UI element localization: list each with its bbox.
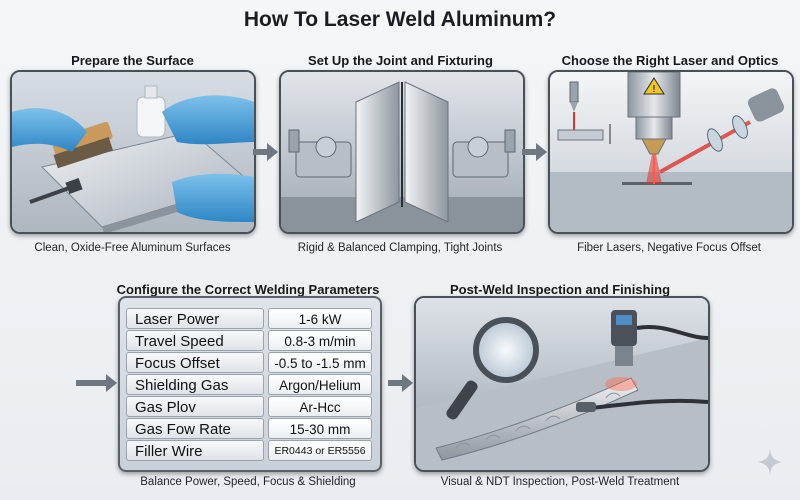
- param-value: Argon/Helium: [268, 374, 372, 395]
- warning-triangle-icon: !: [643, 77, 665, 95]
- param-row: Filler Wire ER0443 or ER5556: [126, 440, 372, 461]
- param-row: Shielding Gas Argon/Helium: [126, 374, 372, 395]
- arrow-right-icon: [253, 143, 278, 161]
- param-row: Travel Speed 0.8-3 m/min: [126, 330, 372, 351]
- param-value: 0.8-3 m/min: [268, 330, 372, 351]
- step-1-title: Prepare the Surface: [71, 53, 194, 68]
- param-row: Focus Offset -0.5 to -1.5 mm: [126, 352, 372, 373]
- step-2-title: Set Up the Joint and Fixturing: [308, 53, 493, 68]
- param-label: Travel Speed: [126, 330, 264, 351]
- laser-optics-illustration: !: [548, 70, 794, 234]
- arrow-right-icon: [76, 374, 117, 392]
- param-value: -0.5 to -1.5 mm: [268, 352, 372, 373]
- sparkle-icon: [758, 449, 782, 475]
- arrow-right-icon: [388, 374, 413, 392]
- param-label: Gas Fow Rate: [126, 418, 264, 439]
- joint-fixturing-illustration: [279, 70, 525, 234]
- param-label: Filler Wire: [126, 440, 264, 461]
- step-4-title: Configure the Correct Welding Parameters: [116, 282, 380, 297]
- param-value: ER0443 or ER5556: [268, 440, 372, 461]
- param-value: Ar-Hcc: [268, 396, 372, 417]
- step-4-caption: Balance Power, Speed, Focus & Shielding: [140, 476, 356, 488]
- inspection-illustration: [414, 296, 710, 472]
- param-label: Focus Offset: [126, 352, 264, 373]
- step-5-title: Post-Weld Inspection and Finishing: [449, 282, 671, 297]
- param-row: Laser Power 1-6 kW: [126, 308, 372, 329]
- prepare-surface-illustration: [10, 70, 256, 234]
- param-row: Gas Fow Rate 15-30 mm: [126, 418, 372, 439]
- step-1-caption: Clean, Oxide-Free Aluminum Surfaces: [34, 242, 231, 254]
- step-5-caption: Visual & NDT Inspection, Post-Weld Treat…: [440, 476, 680, 488]
- welding-parameters-table: Laser Power 1-6 kW Travel Speed 0.8-3 m/…: [118, 296, 382, 472]
- param-label: Laser Power: [126, 308, 264, 329]
- param-label: Shielding Gas: [126, 374, 264, 395]
- svg-text:!: !: [652, 84, 656, 95]
- param-row: Gas Plov Ar-Hcc: [126, 396, 372, 417]
- param-value: 15-30 mm: [268, 418, 372, 439]
- step-2-caption: Rigid & Balanced Clamping, Tight Joints: [297, 242, 503, 254]
- step-3-caption: Fiber Lasers, Negative Focus Offset: [577, 242, 761, 254]
- page-title: How To Laser Weld Aluminum?: [243, 8, 557, 31]
- arrow-right-icon: [522, 143, 547, 161]
- param-value: 1-6 kW: [268, 308, 372, 329]
- param-label: Gas Plov: [126, 396, 264, 417]
- step-3-title: Choose the Right Laser and Optics: [561, 53, 779, 68]
